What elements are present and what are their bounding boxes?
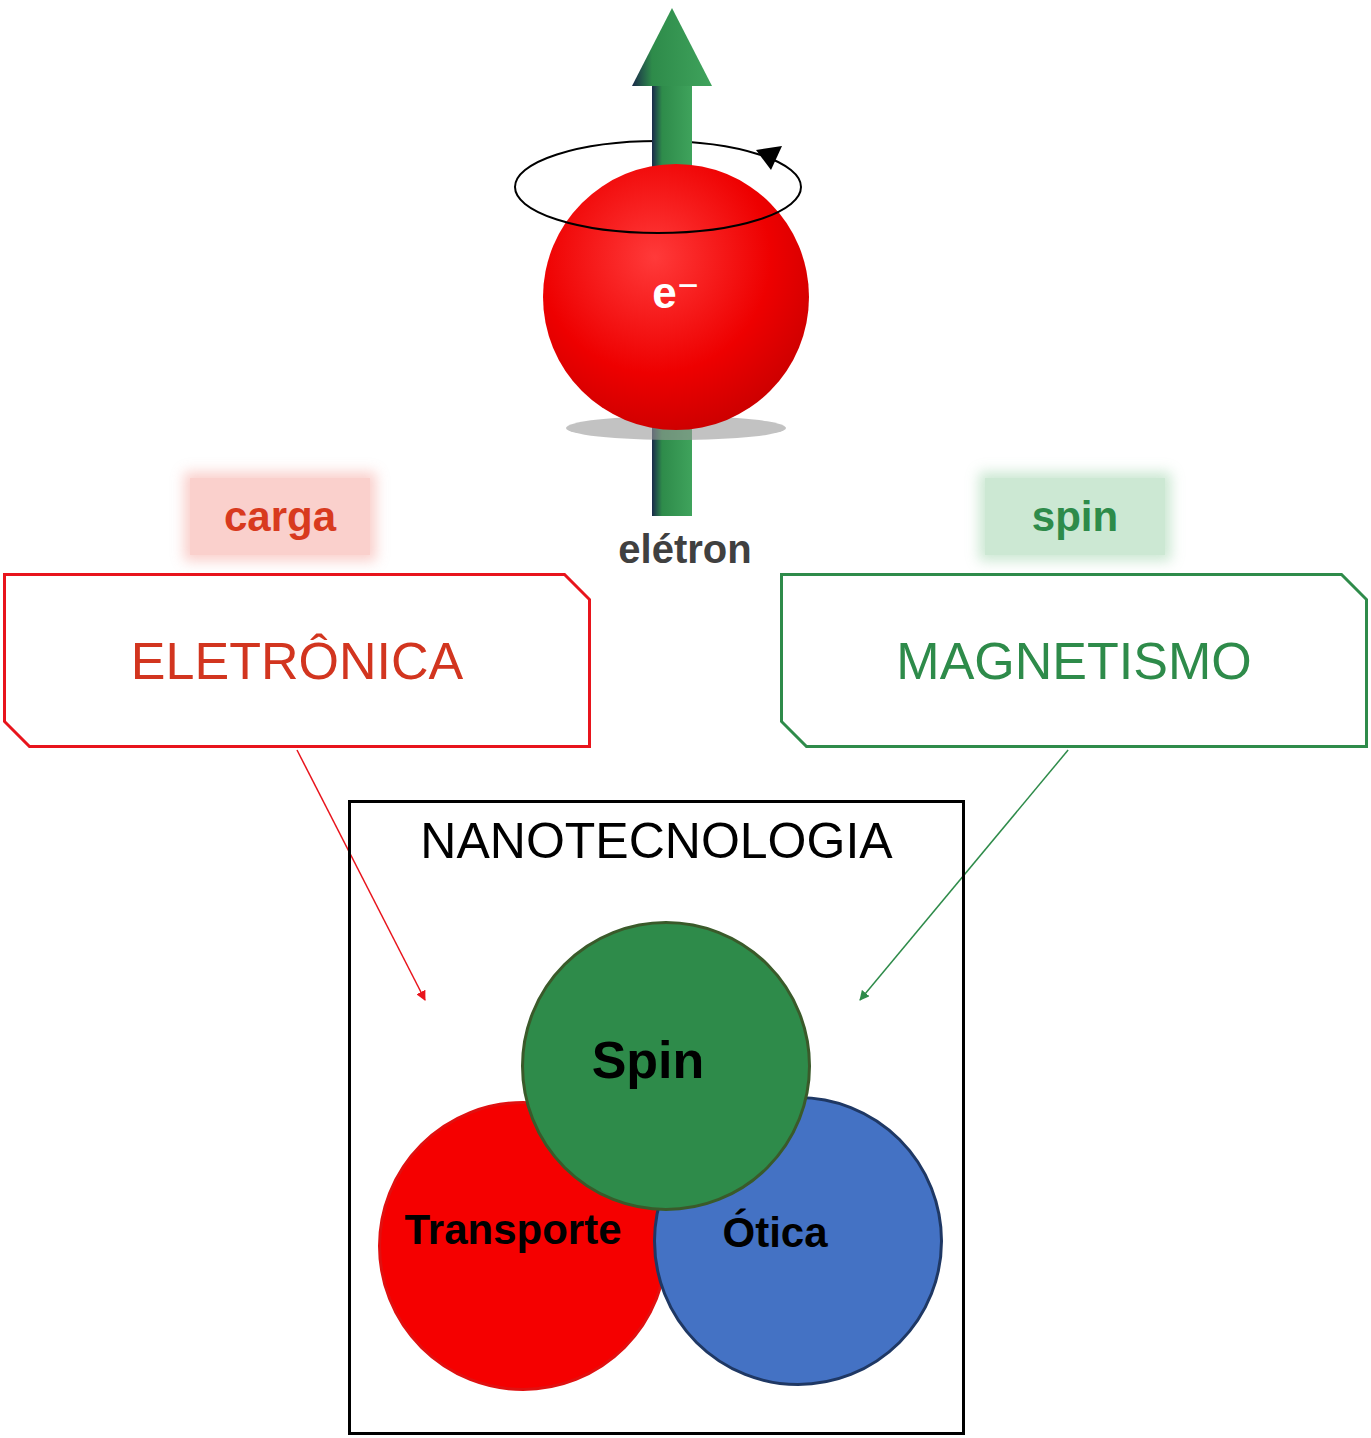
charge-box: cargaELETRÔNICA (3, 573, 591, 748)
box-heading: carga (190, 478, 370, 555)
spin-box: spinMAGNETISMO (780, 573, 1368, 748)
flow-arrow (297, 750, 425, 1000)
node-label: Transporte (404, 1205, 621, 1255)
node-label: NANOTECNOLOGIA (351, 811, 962, 871)
electron-sphere: e⁻ (543, 164, 809, 430)
box-heading: spin (985, 478, 1165, 555)
orbit-arrowhead (756, 146, 782, 170)
node-label: Ótica (722, 1208, 827, 1258)
tag-shape (782, 575, 1367, 747)
node-label: ELETRÔNICA (131, 629, 463, 691)
node-label: e⁻ (652, 267, 700, 320)
node-label: Spin (592, 1029, 705, 1091)
node-label: MAGNETISMO (896, 629, 1251, 691)
spin-arrow-head (632, 8, 712, 86)
orbit-front-arc (515, 187, 801, 233)
tag-shape (5, 575, 590, 747)
spin-circle: Spin (521, 921, 811, 1211)
particle-label: elétron (585, 525, 785, 573)
nanotech-frame: NANOTECNOLOGIA SpinTransporte Ótica (348, 800, 965, 1435)
